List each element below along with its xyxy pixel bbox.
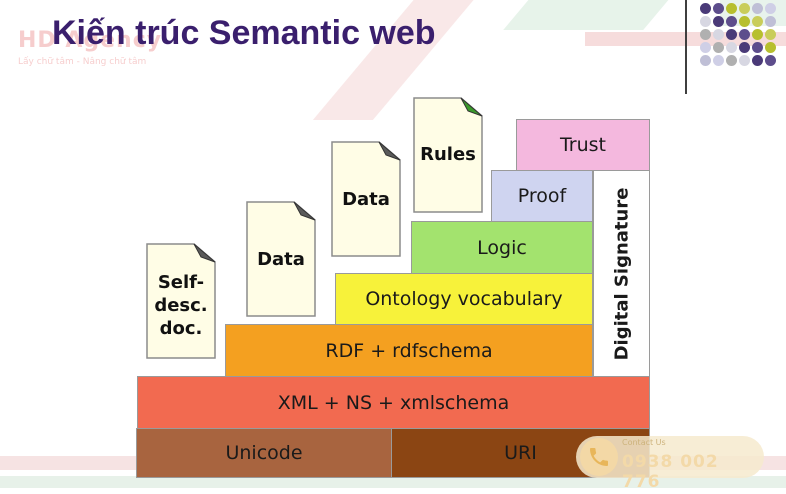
layer-xml: XML + NS + xmlschema [137, 376, 650, 429]
layer-unicode: Unicode [136, 428, 392, 478]
layer-label: Ontology vocabulary [365, 288, 563, 310]
phone-icon[interactable] [580, 438, 618, 476]
decor-dot [726, 42, 737, 53]
decor-dot [726, 3, 737, 14]
watermark-logo: HD Agency Lấy chữ tâm - Nâng chữ tâm [18, 28, 162, 67]
contact-phone-number[interactable]: 0938 002 776 [622, 452, 719, 492]
decor-dot [739, 42, 750, 53]
document-label: Self- desc. doc. [146, 271, 216, 340]
decor-dot [752, 29, 763, 40]
decor-dot [752, 16, 763, 27]
decor-dot [739, 3, 750, 14]
layer-label: Trust [559, 134, 606, 156]
document-shape [413, 97, 483, 213]
layer-label: Digital Signature [611, 187, 632, 360]
data-document: Data [331, 141, 401, 257]
decor-dot [765, 16, 776, 27]
data-document: Data [246, 201, 316, 317]
document-label: Rules [413, 143, 483, 166]
decor-dot [739, 55, 750, 66]
decor-dot [713, 29, 724, 40]
decor-dot [713, 3, 724, 14]
self-describing-document: Self- desc. doc. [146, 243, 216, 359]
decor-dot [739, 16, 750, 27]
document-label-line: desc. [154, 295, 208, 316]
decor-dot [700, 29, 711, 40]
rules-document: Rules [413, 97, 483, 213]
decor-dot [726, 29, 737, 40]
decor-dot [700, 3, 711, 14]
layer-digital-signature: Digital Signature [593, 170, 650, 377]
contact-label: Contact Us [622, 438, 666, 447]
decor-dot [700, 42, 711, 53]
decor-dot [726, 16, 737, 27]
document-shape [246, 201, 316, 317]
document-label: Data [331, 188, 401, 211]
layer-ontology: Ontology vocabulary [335, 273, 593, 325]
layer-trust: Trust [516, 119, 650, 171]
document-label-line: doc. [159, 318, 203, 339]
decor-dot [752, 42, 763, 53]
decor-dot [700, 55, 711, 66]
decor-dot [765, 29, 776, 40]
decor-stripe [503, 0, 677, 30]
document-shape [331, 141, 401, 257]
layer-label: Unicode [225, 442, 303, 464]
slide-title: Kiến trúc Semantic web [52, 14, 436, 52]
dot-grid-decoration [700, 3, 780, 83]
document-label-line: Data [257, 249, 305, 270]
document-label-line: Rules [420, 144, 476, 165]
decor-dot [752, 3, 763, 14]
layer-label: Logic [477, 236, 527, 259]
decor-dot [713, 55, 724, 66]
decor-dot [713, 16, 724, 27]
watermark-name: HD Agency [18, 28, 163, 53]
decor-dot [713, 42, 724, 53]
decor-dot [765, 3, 776, 14]
document-label-line: Self- [157, 272, 205, 293]
layer-rdf: RDF + rdfschema [225, 324, 593, 377]
layer-label: RDF + rdfschema [325, 339, 493, 362]
document-shape [146, 243, 216, 359]
decor-dot [752, 55, 763, 66]
watermark-slogan: Lấy chữ tâm - Nâng chữ tâm [18, 57, 147, 67]
document-label: Data [246, 248, 316, 271]
layer-label: URI [504, 442, 537, 464]
layer-label: XML + NS + xmlschema [277, 391, 510, 414]
layer-label: Proof [517, 185, 567, 207]
decor-dot [700, 16, 711, 27]
layer-logic: Logic [411, 221, 593, 274]
decor-dot [726, 55, 737, 66]
decor-dot [765, 55, 776, 66]
contact-badge[interactable]: Contact Us 0938 002 776 [576, 436, 764, 492]
decor-dot [739, 29, 750, 40]
layer-proof: Proof [491, 170, 593, 222]
decor-dot [765, 42, 776, 53]
divider-line [685, 0, 687, 94]
document-label-line: Data [342, 189, 390, 210]
